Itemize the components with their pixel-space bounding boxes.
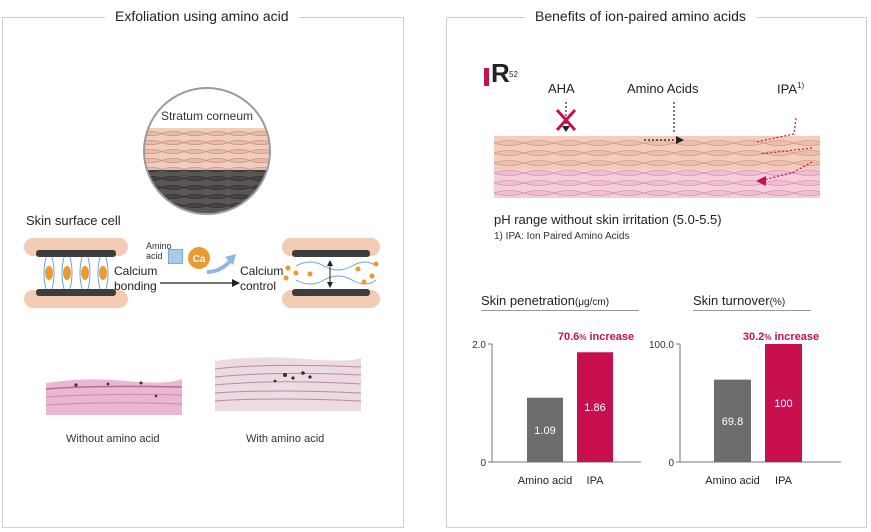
stratum-corneum-illustration: Stratum corneum — [143, 87, 271, 215]
ipa-footnote: 1) IPA: Ion Paired Amino Acids — [494, 231, 630, 242]
bar-value-label: 69.8 — [722, 416, 743, 428]
chart1-title-underline — [481, 310, 639, 311]
left-panel-title: Exfoliation using amino acid — [105, 8, 299, 24]
amino-acids-label: Amino Acids — [627, 81, 699, 96]
ipa-label: IPA1) — [777, 81, 804, 96]
bar-value-label: 100 — [774, 398, 792, 410]
amino-acid-cube-icon — [168, 249, 183, 264]
amino-acid-label: Amino acid — [146, 241, 172, 261]
micrograph-without-amino-acid — [46, 375, 182, 417]
y-tick-label: 0 — [480, 458, 486, 469]
without-amino-acid-caption: Without amino acid — [66, 433, 160, 445]
ir52-logo: R 52 — [484, 60, 524, 90]
chart2-title-text: Skin turnover — [693, 293, 770, 308]
y-tick-label: 100.0 — [649, 340, 674, 351]
aha-label: AHA — [548, 81, 575, 96]
logo-text: R — [491, 58, 510, 88]
category-label: IPA — [587, 475, 605, 487]
chart1-title: Skin penetration(μg/cm) — [481, 293, 609, 308]
chart2-title: Skin turnover(%) — [693, 293, 785, 308]
increase-annotation: 70.6% increase — [558, 331, 634, 343]
amino-label-line1: Amino — [146, 241, 172, 251]
process-arrow-icon — [160, 279, 240, 287]
with-amino-acid-caption: With amino acid — [246, 433, 325, 445]
calcium-bonding-cell — [24, 238, 128, 308]
chart2-title-underline — [693, 310, 811, 311]
y-tick-label: 0 — [668, 458, 674, 469]
micrograph-with-amino-acid — [215, 351, 361, 417]
amino-label-line2: acid — [146, 251, 163, 261]
ca-ion-icon: Ca — [188, 247, 210, 269]
chart2-title-unit: (%) — [769, 297, 786, 308]
ipa-label-text: IPA — [777, 81, 797, 97]
ca-label: Ca — [193, 254, 206, 265]
right-panel-title: Benefits of ion-paired amino acids — [525, 8, 756, 24]
bar-amino-acid — [714, 379, 751, 462]
calcium-control-cell — [282, 238, 380, 308]
category-label: IPA — [775, 475, 793, 487]
logo-bar-icon — [484, 68, 489, 86]
calcium-bonding-line1: Calcium — [114, 264, 158, 278]
ph-range-text: pH range without skin irritation (5.0-5.… — [494, 212, 722, 227]
ipa-sup: 1) — [797, 81, 805, 90]
bar-value-label: 1.86 — [584, 402, 605, 414]
y-tick-label: 2.0 — [472, 340, 486, 351]
chart1-title-text: Skin penetration — [481, 293, 575, 308]
chart1-title-unit: (μg/cm) — [574, 297, 610, 308]
calcium-control-line1: Calcium — [240, 264, 284, 278]
category-label: Amino acid — [518, 475, 572, 487]
bar-ipa — [577, 352, 613, 462]
calcium-bonding-label: Calcium bonding — [114, 264, 157, 294]
bar-ipa — [765, 344, 802, 462]
calcium-control-label: Calcium control — [240, 264, 283, 294]
calcium-control-line2: control — [240, 279, 277, 293]
stratum-corneum-label: Stratum corneum — [161, 109, 253, 123]
skin-surface-cell-label: Skin surface cell — [26, 213, 121, 228]
category-label: Amino acid — [705, 475, 759, 487]
logo-sub: 52 — [509, 70, 518, 79]
calcium-bonding-line2: bonding — [114, 279, 157, 293]
curved-arrow-icon — [206, 254, 236, 274]
increase-annotation: 30.2% increase — [743, 331, 819, 343]
skin-layer-illustration — [494, 102, 820, 198]
bar-amino-acid — [527, 397, 563, 462]
bar-value-label: 1.09 — [534, 425, 555, 437]
